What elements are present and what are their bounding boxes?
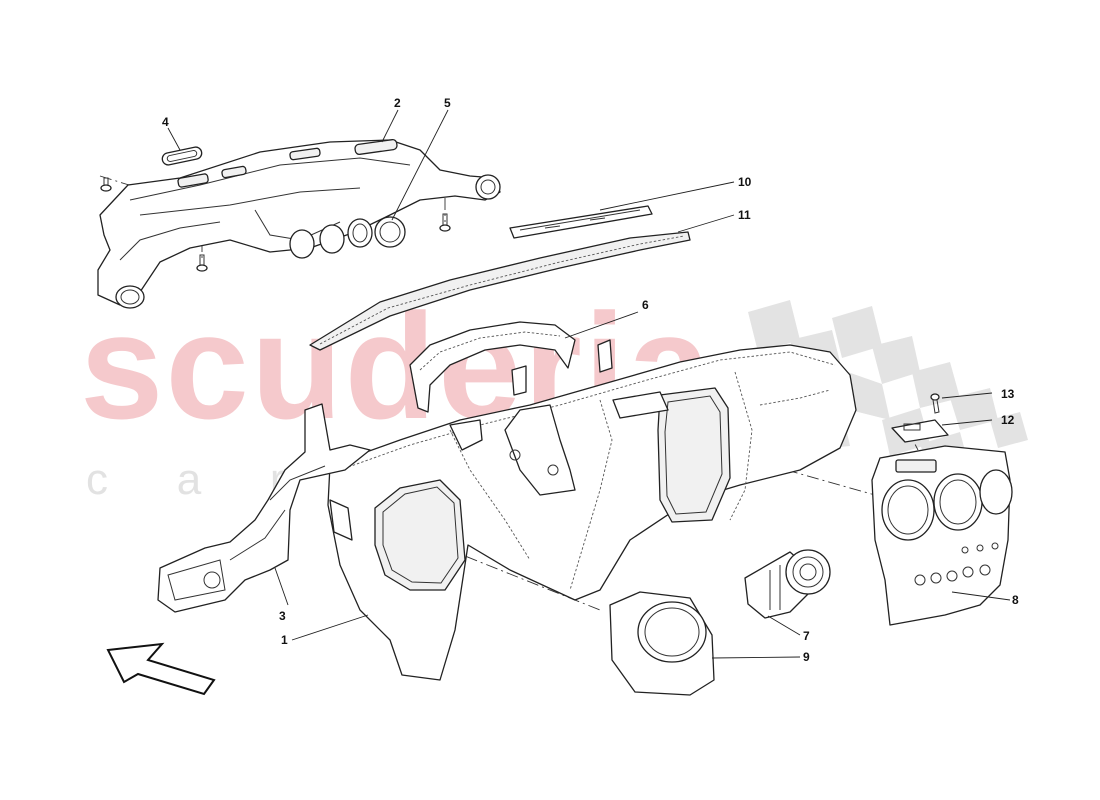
leader-lines <box>167 109 1011 659</box>
callout-6: 6 <box>642 298 649 312</box>
callout-13: 13 <box>1001 387 1015 401</box>
vent-housing <box>609 591 715 696</box>
callout-8: 8 <box>1012 593 1019 607</box>
callout-1: 1 <box>281 633 288 647</box>
callout-2: 2 <box>394 96 401 110</box>
label-plate <box>891 419 949 443</box>
callout-10: 10 <box>738 175 752 189</box>
round-vent <box>744 549 831 619</box>
screw-icon <box>100 177 112 192</box>
side-duct <box>157 403 371 613</box>
screw-icon <box>439 213 451 232</box>
callout-7: 7 <box>803 629 810 643</box>
direction-arrow-icon <box>106 642 216 696</box>
callout-5: 5 <box>444 96 451 110</box>
air-duct-assembly <box>97 138 501 309</box>
callout-12: 12 <box>1001 413 1015 427</box>
instrument-cowl <box>409 321 576 413</box>
vent-ring <box>374 216 406 248</box>
screw-icon <box>930 393 940 414</box>
callout-11: 11 <box>738 208 751 222</box>
dashboard-top-panel <box>309 231 691 351</box>
screw-icon <box>196 254 208 272</box>
switch-holes <box>914 542 999 586</box>
callout-3: 3 <box>279 609 286 623</box>
callout-labels: 1 2 3 4 5 6 7 8 9 10 11 12 13 <box>162 96 1019 664</box>
defroster-grille <box>509 205 653 239</box>
callout-4: 4 <box>162 115 169 129</box>
main-dashboard <box>327 339 857 681</box>
vent-grille <box>161 146 203 166</box>
center-console-trim <box>871 445 1013 626</box>
callout-9: 9 <box>803 650 810 664</box>
